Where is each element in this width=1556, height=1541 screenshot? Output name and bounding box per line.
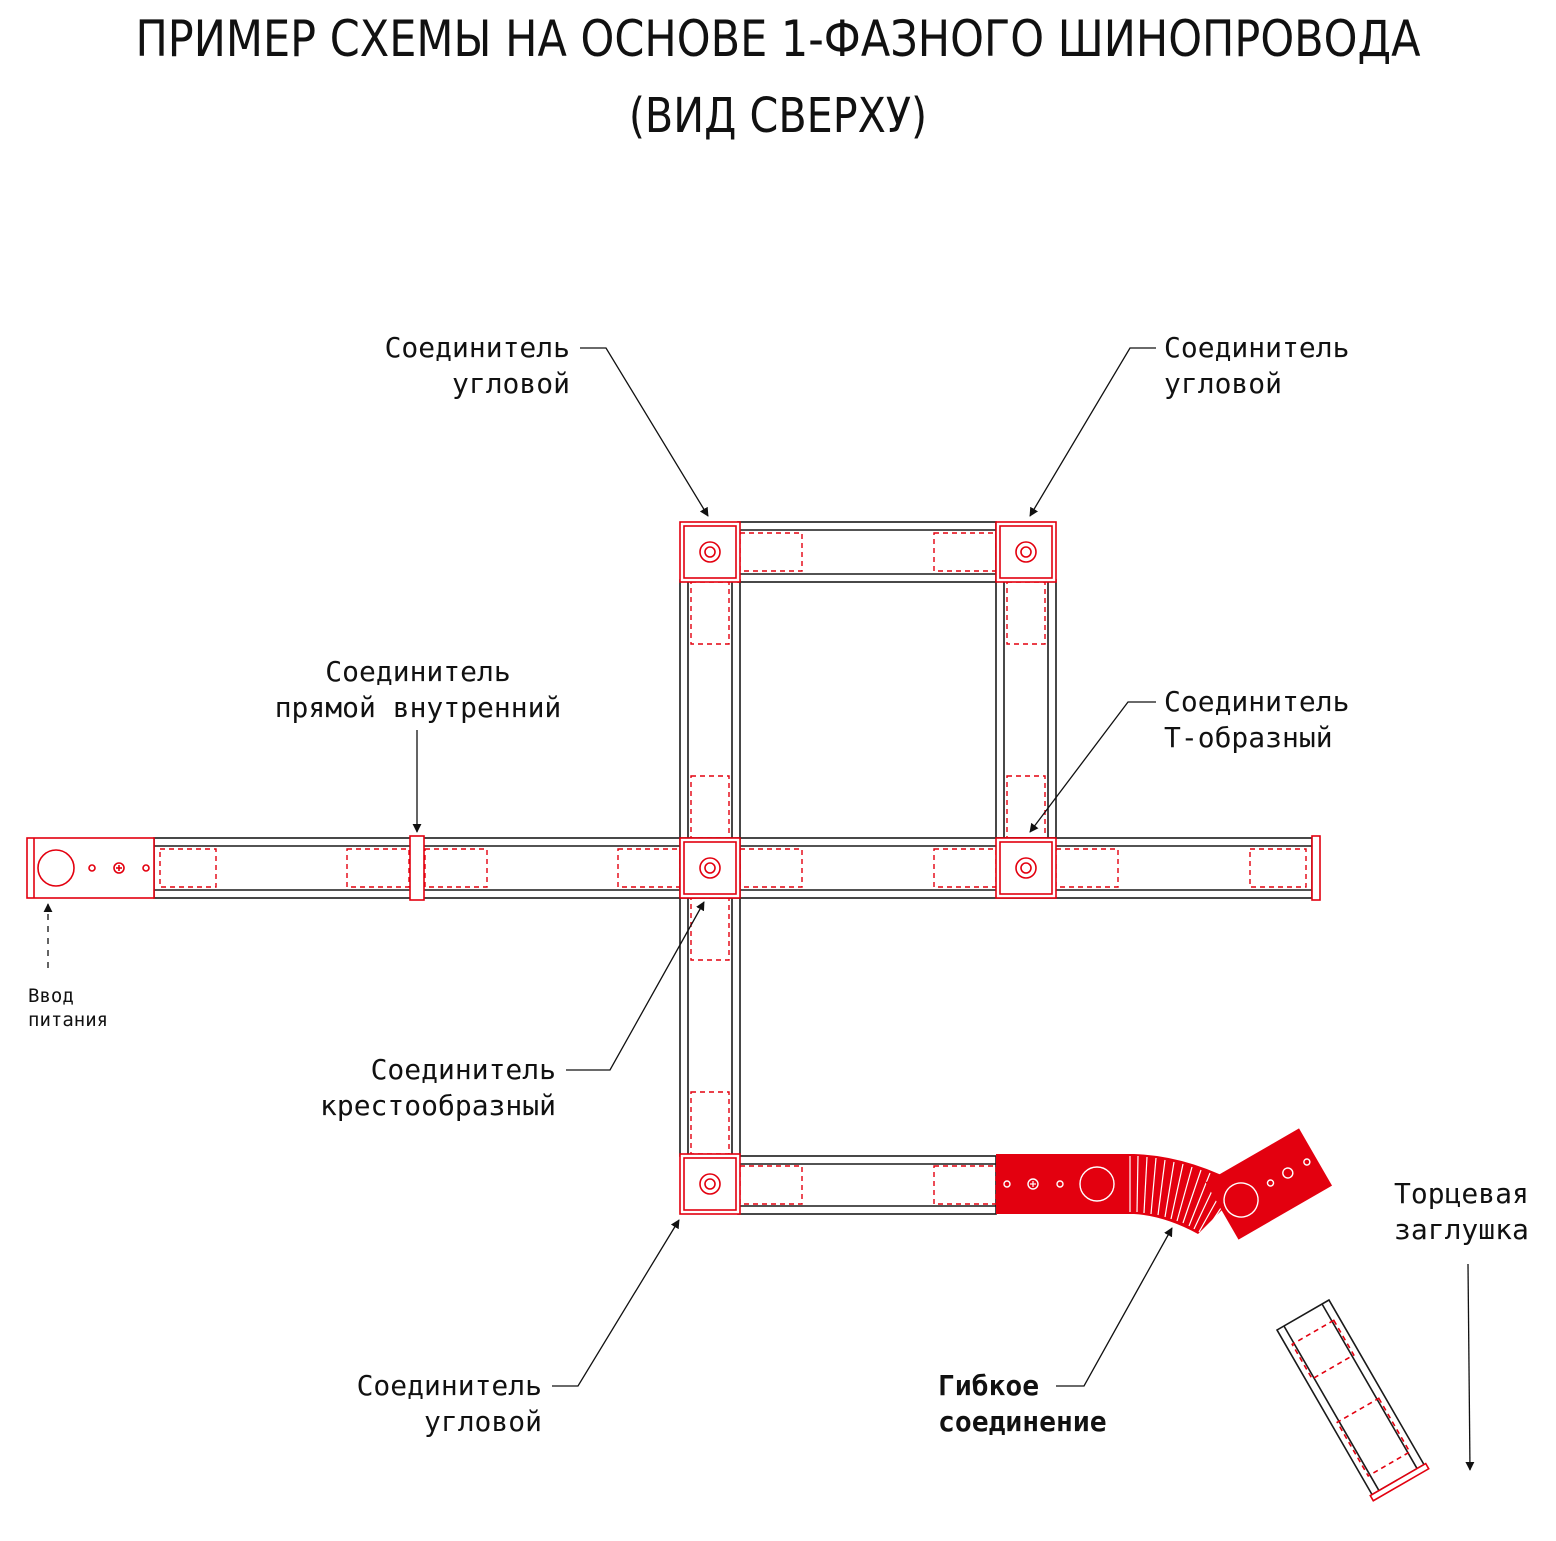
label-cross: Соединитель крестообразный [320,1052,556,1124]
label-line: угловой [451,367,570,400]
label-corner-top-right: Соединитель угловой [1164,330,1349,402]
label-line: угловой [1164,367,1283,400]
flexible-connection [996,1128,1333,1240]
label-line: Ввод [28,985,74,1007]
end-cap-main [1311,835,1321,901]
label-line: угловой [423,1405,542,1438]
label-straight-inner: Соединитель прямой внутренний [262,654,574,726]
diagram-title: ПРИМЕР СХЕМЫ НА ОСНОВЕ 1-ФАЗНОГО ШИНОПРО… [135,10,1421,68]
end-cap [1369,1462,1430,1502]
label-line: Соединитель [1164,685,1350,718]
corner-connector-bottom [679,1153,741,1215]
label-corner-top-left: Соединитель угловой [385,330,570,402]
corner-connector-top-right [995,521,1057,583]
label-power-input: Ввод питания [28,984,108,1032]
label-line: соединение [938,1405,1107,1438]
label-line: Соединитель [384,331,570,364]
label-line: заглушка [1394,1213,1529,1246]
label-t-shaped: Соединитель Т-образный [1164,684,1349,756]
label-line: Соединитель [356,1369,542,1402]
rail-diagonal [1275,1298,1430,1502]
label-end-cap: Торцевая заглушка [1394,1176,1529,1248]
rail-horizontal-top [737,521,997,583]
connectors [679,521,1057,1215]
t-connector [995,837,1057,899]
label-flexible: Гибкое соединение [938,1368,1107,1440]
rail-vertical-right [995,579,1057,839]
label-line: крестообразный [319,1089,556,1122]
label-line: Т-образный [1164,721,1333,754]
label-corner-bottom: Соединитель угловой [357,1368,542,1440]
leader-lines [43,347,1475,1471]
power-input-block [26,837,155,899]
diagram-subtitle: (ВИД СВЕРХУ) [628,88,928,144]
label-line: питания [28,1009,109,1031]
corner-connector-top-left [679,521,741,583]
cross-connector [679,837,741,899]
label-line: Соединитель [325,655,511,688]
label-line: прямой внутренний [274,691,562,724]
label-line: Соединитель [370,1053,556,1086]
straight-inner-connector [409,835,425,901]
label-line: Торцевая [1394,1177,1529,1210]
label-line: Гибкое [938,1369,1040,1402]
label-line: Соединитель [1164,331,1350,364]
